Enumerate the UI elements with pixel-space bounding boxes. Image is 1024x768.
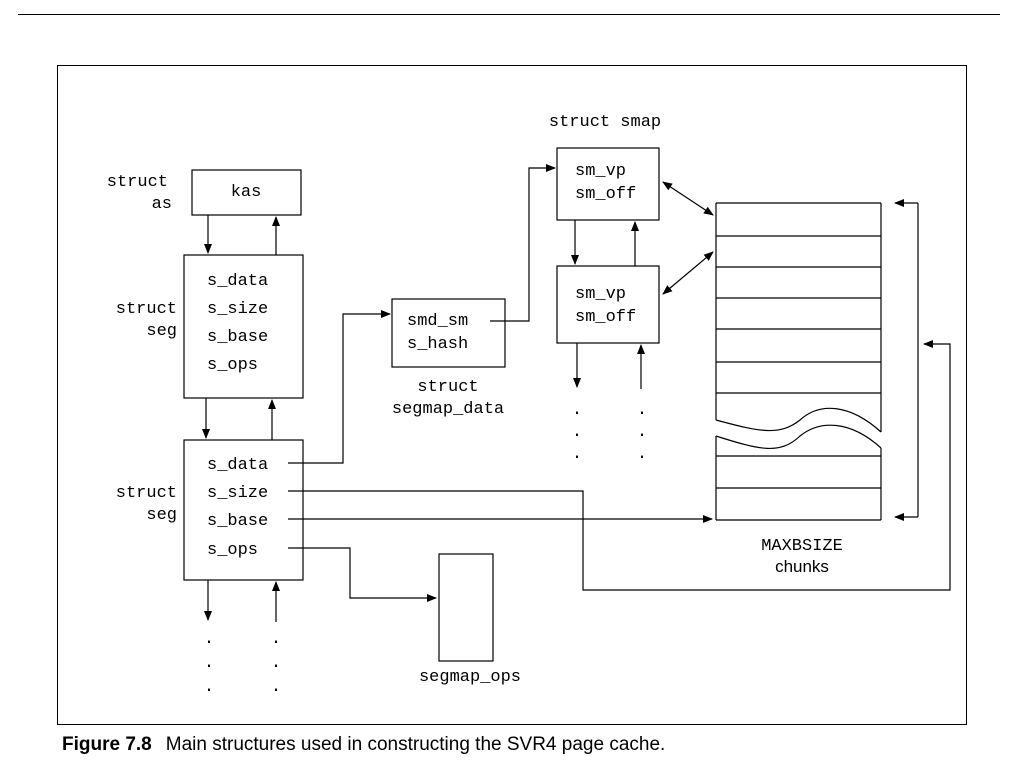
figure-caption: Figure 7.8 Main structures used in constr… (62, 734, 665, 756)
segmap-ops-label: segmap_ops (419, 668, 521, 687)
seg2-field-s-base: s_base (207, 512, 268, 531)
smap1-box (556, 147, 660, 221)
segmap-data-field-s-hash: s_hash (407, 335, 468, 354)
smap2-field-sm-vp: sm_vp (575, 285, 626, 304)
ellipsis-dot: . (271, 630, 281, 649)
maxbsize-label: MAXBSIZE (761, 537, 843, 556)
struct-seg1-label-line1: struct (116, 300, 177, 319)
seg1-field-s-ops: s_ops (207, 356, 258, 375)
struct-seg1-label-line2: seg (146, 322, 177, 341)
struct-smap-label: struct smap (549, 113, 661, 132)
smap1-field-sm-vp: sm_vp (575, 162, 626, 181)
seg1-field-s-data: s_data (207, 272, 268, 291)
seg2-field-s-ops: s_ops (207, 541, 258, 560)
struct-segmap-data-label-line1: struct (417, 378, 478, 397)
seg2-box (183, 439, 304, 581)
seg2-field-s-data: s_data (207, 456, 268, 475)
ellipsis-dot: . (637, 445, 647, 464)
figure-frame (57, 65, 967, 725)
ellipsis-dot: . (271, 654, 281, 673)
seg1-field-s-size: s_size (207, 300, 268, 319)
seg1-box (183, 254, 304, 399)
smap1-field-sm-off: sm_off (575, 185, 636, 204)
ellipsis-dot: . (271, 678, 281, 697)
kas-box (191, 169, 302, 216)
kas-label: kas (231, 183, 262, 202)
ellipsis-dot: . (572, 423, 582, 442)
ellipsis-dot: . (204, 678, 214, 697)
maxbsize-chunks-block (715, 202, 882, 521)
smap2-field-sm-off: sm_off (575, 308, 636, 327)
segmap-ops-box (438, 553, 494, 662)
ellipsis-dot: . (637, 423, 647, 442)
header-rule (18, 14, 1000, 15)
segmap-data-field-smd-sm: smd_sm (407, 312, 468, 331)
segmap-data-box (391, 298, 506, 368)
struct-seg2-label-line1: struct (116, 484, 177, 503)
figure-number: Figure 7.8 (62, 734, 152, 755)
s-data-to-segmap-data-arrow (288, 310, 391, 464)
smap2-box (556, 265, 660, 344)
ellipsis-dot: . (572, 401, 582, 420)
struct-seg2-label-line2: seg (146, 506, 177, 525)
struct-segmap-data-label-line2: segmap_data (392, 400, 504, 419)
ellipsis-dot: . (204, 630, 214, 649)
s-ops-to-segmap-ops-arrow (288, 547, 437, 602)
ellipsis-dot: . (637, 401, 647, 420)
figure-caption-text: Main structures used in constructing the… (165, 734, 666, 755)
smap1-chunk-link-arrow (662, 181, 714, 216)
seg1-field-s-base: s_base (207, 328, 268, 347)
ellipsis-dot: . (572, 445, 582, 464)
smap2-chunk-link-arrow (662, 251, 714, 295)
struct-as-label-line1: struct (107, 173, 168, 192)
struct-as-label-line2: as (152, 195, 172, 214)
smd-sm-to-smap-arrow (490, 164, 556, 322)
seg2-field-s-size: s_size (207, 484, 268, 503)
chunks-label: chunks (775, 557, 829, 576)
s-size-to-chunks-arrow (288, 340, 951, 591)
ellipsis-dot: . (204, 654, 214, 673)
